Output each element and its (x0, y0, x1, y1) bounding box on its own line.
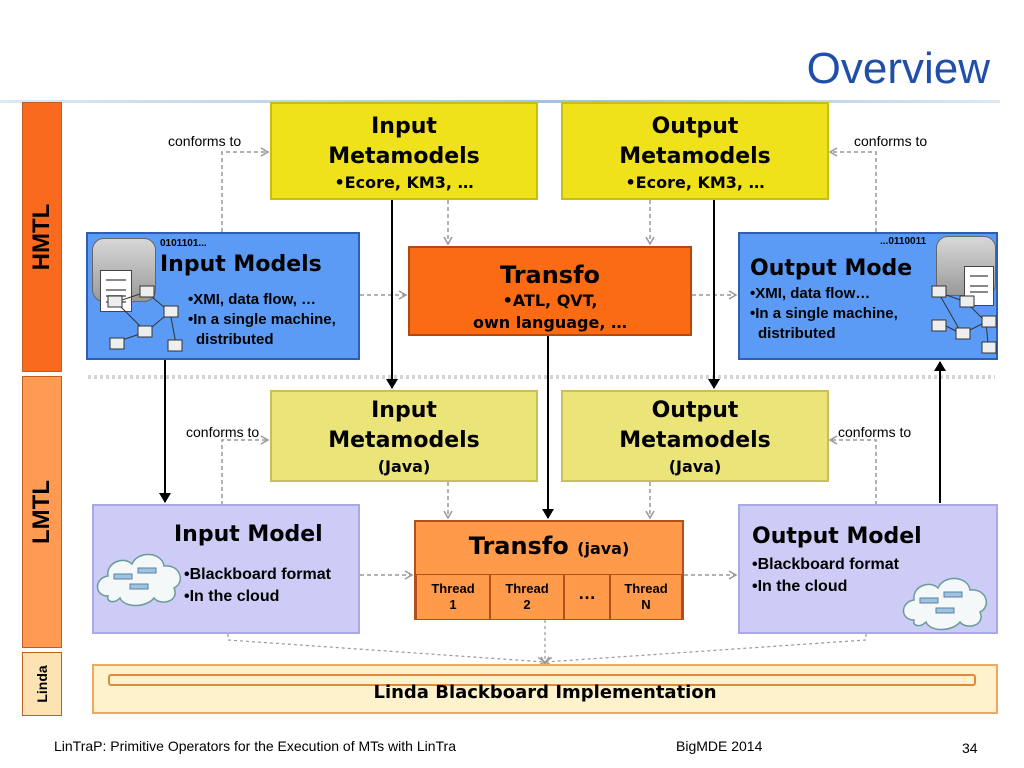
input-model-bullets: •Blackboard format •In the cloud (184, 566, 331, 605)
linda-bar-label: Linda Blackboard Implementation (373, 682, 717, 703)
linda-side-bar: Linda (22, 652, 62, 716)
input-binary-label: 0101101... (160, 238, 207, 249)
conforms-label-lmtl-out: conforms to (838, 424, 912, 440)
cloud-icon (96, 553, 182, 607)
lmtl-output-metamodels: Output Metamodels (Java) (561, 390, 829, 482)
input-models-title: Input Models (160, 252, 322, 277)
input-model-title: Input Model (174, 522, 323, 547)
output-model-bullets: •Blackboard format •In the cloud (752, 556, 899, 595)
conforms-label-lmtl-in: conforms to (186, 424, 260, 440)
footer-event: BigMDE 2014 (676, 738, 763, 754)
output-models-title: Output Mode (750, 256, 913, 281)
network-icon (107, 285, 183, 352)
hmtl-output-metamodels: Output Metamodels •Ecore, KM3, … (561, 102, 829, 200)
footer-title: LinTraP: Primitive Operators for the Exe… (54, 738, 456, 754)
hmtl-transfo: Transfo •ATL, QVT, own language, … (408, 246, 692, 336)
lmtl-transfo-title: Transfo (java) (468, 532, 630, 560)
lmtl-output-model: Output Model •Blackboard format •In the … (738, 504, 998, 634)
slide-title: Overview (806, 44, 990, 93)
conforms-label-hmtl-in: conforms to (168, 133, 242, 149)
page-number: 34 (962, 740, 978, 756)
hmtl-side-bar: HMTL (22, 102, 62, 372)
hmtl-output-models: ...0110011 Output Mode •XMI, data flow… … (738, 232, 998, 360)
thread-ellipsis: … (564, 574, 610, 620)
lmtl-input-metamodels: Input Metamodels (Java) (270, 390, 538, 482)
header-divider (0, 100, 1000, 103)
lmtl-input-model: Input Model •Blackboard format •In the c… (92, 504, 360, 634)
hmtl-input-metamodels: Input Metamodels •Ecore, KM3, … (270, 102, 538, 200)
linda-blackboard-box: Linda Blackboard Implementation (92, 664, 998, 714)
output-binary-label: ...0110011 (880, 236, 927, 247)
output-models-bullets: •XMI, data flow… •In a single machine, d… (750, 285, 898, 342)
conforms-label-hmtl-out: conforms to (854, 133, 928, 149)
network-icon (931, 285, 997, 354)
cloud-icon (902, 577, 988, 631)
output-model-title: Output Model (752, 524, 922, 549)
hmtl-input-models: 0101101... Input Models •XMI, data flow,… (86, 232, 360, 360)
linda-blackboard-rail (108, 674, 976, 686)
input-models-bullets: •XMI, data flow, … •In a single machine,… (188, 291, 336, 348)
lmtl-side-bar: LMTL (22, 376, 62, 648)
